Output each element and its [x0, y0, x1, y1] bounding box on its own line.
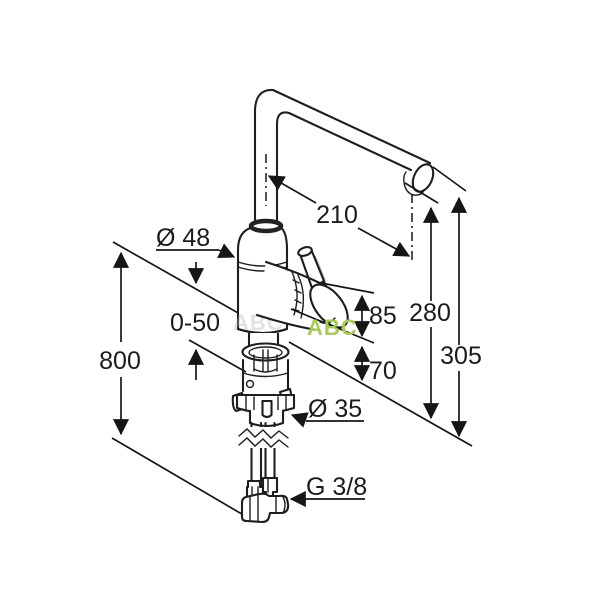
dimension-upper-span: 85 [290, 282, 397, 344]
riser-junction-ring [248, 218, 284, 234]
dimension-mounting-thickness: 0-50 [170, 262, 247, 380]
watermark-text: ABC [307, 315, 358, 340]
dimension-body-diameter: Ø 48 [156, 224, 236, 259]
dimension-label-hose-length: 800 [99, 347, 141, 375]
dimension-hole-diameter: Ø 35 [290, 395, 364, 428]
dimension-label-body-diameter: Ø 48 [156, 224, 210, 252]
cartridge-screw [245, 379, 255, 389]
mounting-cartridge [231, 333, 296, 428]
dimension-label-outlet-height: 280 [409, 299, 451, 327]
dimension-hose-length: 800 [99, 251, 141, 436]
supply-hoses [236, 421, 291, 524]
connector-nut [240, 492, 290, 524]
dimension-lower-span: 70 [353, 345, 397, 385]
hose-end-reference-line [111, 437, 253, 521]
dimension-spout-reach: 210 [267, 175, 411, 257]
shank-stud [261, 399, 273, 419]
dimension-label-mounting-thickness: 0-50 [170, 309, 220, 337]
hose-break-symbol [238, 428, 289, 448]
dimension-label-hole-diameter: Ø 35 [308, 395, 362, 423]
spout-outlet-end [411, 163, 435, 193]
faucet-body [236, 218, 289, 335]
dimension-label-spout-reach: 210 [316, 201, 358, 229]
countertop-surface-line [112, 241, 473, 447]
dimension-total-height: 305 [432, 166, 482, 438]
dimension-label-total-height: 305 [440, 342, 482, 370]
aerator-outline [403, 171, 425, 196]
dimension-connection-thread: G 3/8 [289, 473, 367, 508]
dimension-outlet-height: 280 [404, 182, 451, 420]
dimension-label-lower-span: 70 [369, 357, 397, 385]
handle-cap-face [309, 283, 349, 329]
dimension-label-upper-span: 85 [369, 302, 397, 330]
faucet-spout [253, 88, 435, 228]
dimension-label-connection-thread: G 3/8 [306, 473, 367, 501]
